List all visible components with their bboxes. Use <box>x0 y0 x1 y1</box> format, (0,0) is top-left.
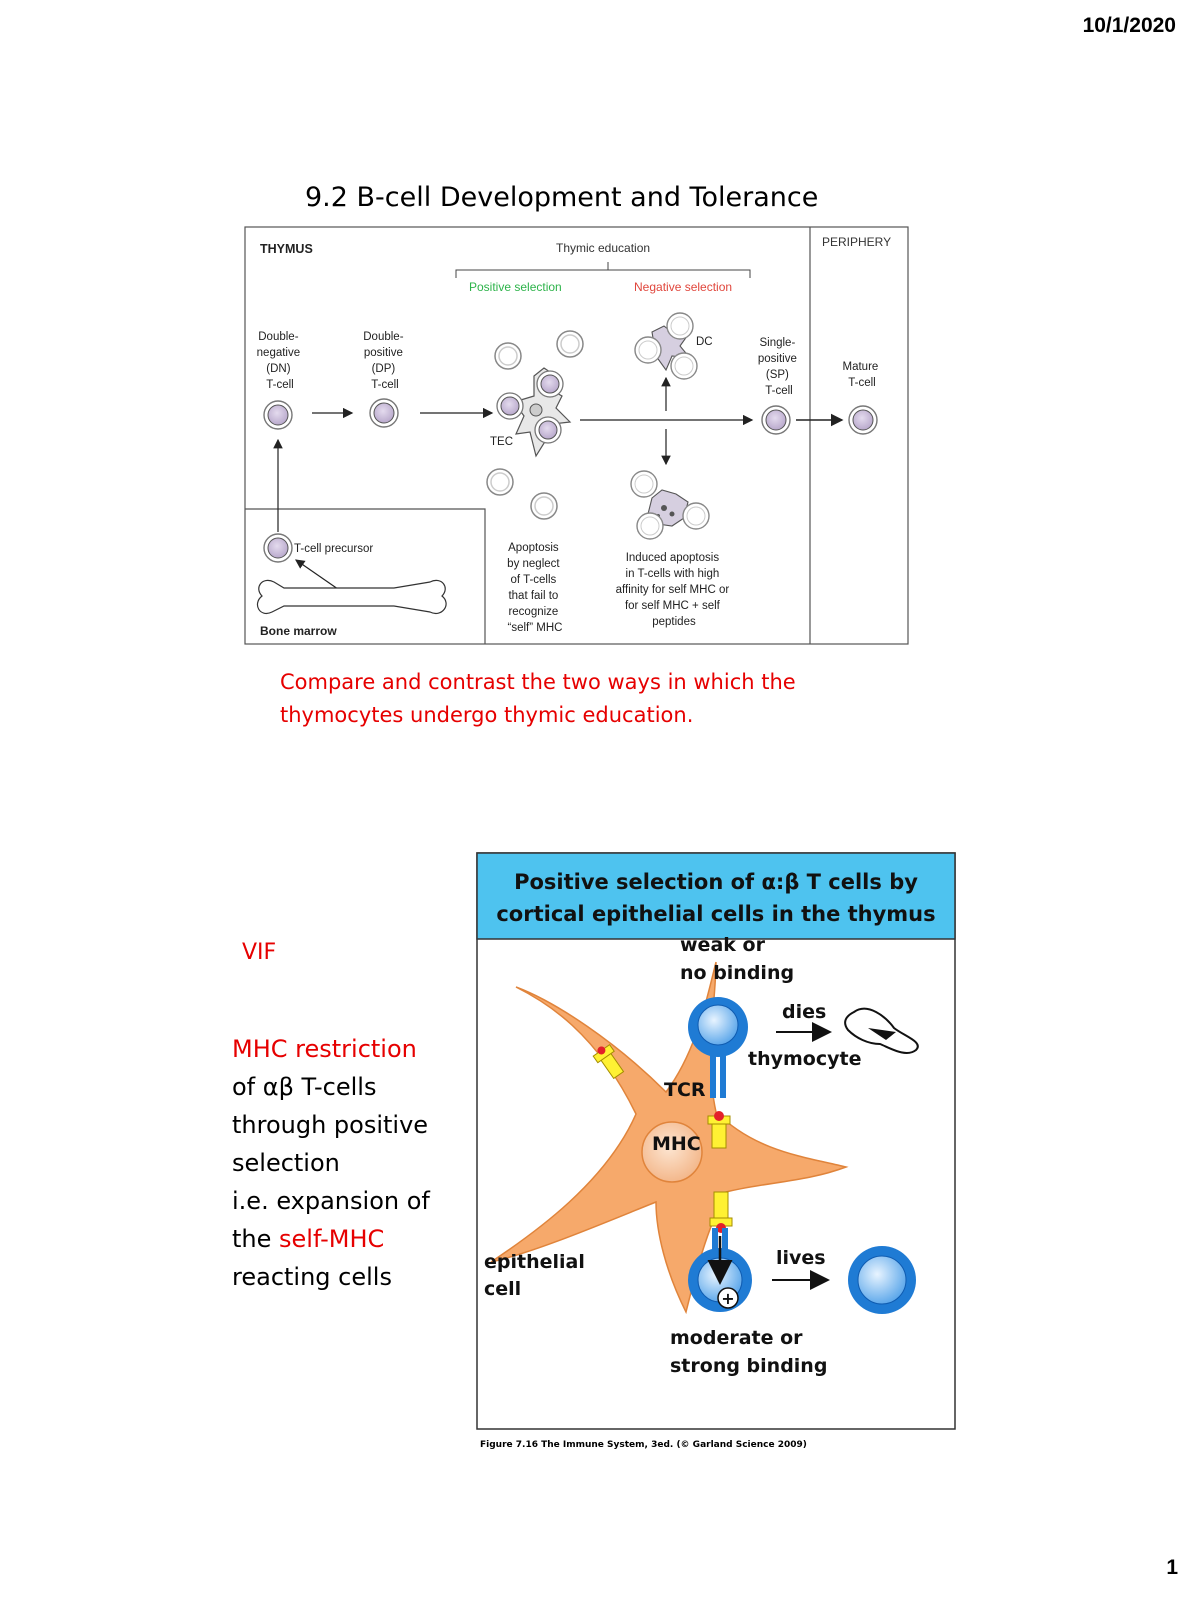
figure-caption: Figure 7.16 The Immune System, 3ed. (© G… <box>480 1440 807 1450</box>
page-number: 1 <box>1166 1556 1178 1579</box>
bone-marrow-label: Bone marrow <box>260 624 337 638</box>
sp-cell <box>761 405 791 435</box>
precursor-label: T-cell precursor <box>294 543 373 555</box>
notes-line-3: through positive <box>232 1111 429 1139</box>
mhc-middle-icon <box>707 1111 731 1149</box>
thymic-education-label: Thymic education <box>556 241 650 255</box>
slide-question: Compare and contrast the two ways in whi… <box>280 670 796 727</box>
tec-label: TEC <box>490 436 513 448</box>
thymic-education-diagram: THYMUS PERIPHERY Thymic education Positi… <box>244 226 909 645</box>
tec-cell <box>496 367 572 458</box>
notes-line-6-red: self-MHC <box>279 1225 385 1253</box>
figure-header <box>476 852 956 940</box>
left-notes: MHC restriction of αβ T-cells through po… <box>232 1030 452 1296</box>
dp-cell <box>369 398 399 428</box>
dn-label: Double- negative (DN) T-cell <box>257 331 304 391</box>
sp-label: Single- positive (SP) T-cell <box>758 337 800 397</box>
page-date: 10/1/2020 <box>1082 14 1176 37</box>
figure-title-2: cortical epithelial cells in the thymus <box>496 902 935 926</box>
negative-selection-label: Negative selection <box>634 280 732 294</box>
notes-line-6: the self-MHC <box>232 1220 452 1258</box>
bone-icon <box>257 579 447 614</box>
tcr-beta <box>720 1052 726 1098</box>
plus-icon <box>717 1287 739 1309</box>
notes-line-4: selection <box>232 1149 340 1177</box>
notes-line-2: of αβ T-cells <box>232 1073 377 1101</box>
notes-line-1: MHC restriction <box>232 1035 417 1063</box>
figure-title-1: Positive selection of α:β T cells by <box>514 870 918 894</box>
dp-label: Double- positive (DP) T-cell <box>363 331 406 391</box>
induced-apoptosis-label: Induced apoptosis in T-cells with high a… <box>616 552 733 628</box>
mature-cell <box>848 405 878 435</box>
positive-selection-label: Positive selection <box>469 280 562 294</box>
education-bracket <box>455 262 751 278</box>
slide-title: 9.2 B-cell Development and Tolerance <box>305 182 819 213</box>
positive-selection-figure: Positive selection of α:β T cells by cor… <box>476 852 956 1430</box>
mhc-lower-icon <box>709 1191 733 1233</box>
mature-label: Mature T-cell <box>843 361 882 389</box>
dn-cell <box>263 400 293 430</box>
notes-line-5: i.e. expansion of <box>232 1187 430 1215</box>
bone-marrow-box <box>245 508 486 644</box>
plus-label: + <box>721 1289 734 1308</box>
moderate-label: moderate or strong binding <box>670 1327 827 1377</box>
notes-line-6-prefix: the <box>232 1225 280 1253</box>
induced-apoptosis-cells <box>630 470 710 540</box>
diagram-frame <box>244 226 909 645</box>
epithelial-label: epithelial cell <box>484 1251 591 1300</box>
dc-label: DC <box>696 336 713 348</box>
mhc-upper-icon <box>592 1044 625 1080</box>
periphery-label: PERIPHERY <box>822 235 891 249</box>
notes-line-7: reacting cells <box>232 1263 392 1291</box>
thymus-label: THYMUS <box>260 242 313 256</box>
dies-label: dies <box>782 1001 826 1023</box>
thymocyte-label: thymocyte <box>748 1048 861 1070</box>
neglected-cells <box>486 330 584 520</box>
precursor-cell <box>263 533 293 563</box>
mhc-label: MHC <box>652 1133 701 1155</box>
weak-label: weak or no binding <box>680 934 794 984</box>
apoptosis-neglect-label: Apoptosis by neglect of T-cells that fai… <box>507 542 563 634</box>
lives-label: lives <box>776 1247 826 1269</box>
dc-cell <box>634 312 698 380</box>
tcr-alpha <box>710 1052 716 1098</box>
vif-label: VIF <box>242 940 277 965</box>
tcr-label: TCR <box>664 1079 706 1101</box>
epithelial-nucleus <box>641 1121 703 1183</box>
